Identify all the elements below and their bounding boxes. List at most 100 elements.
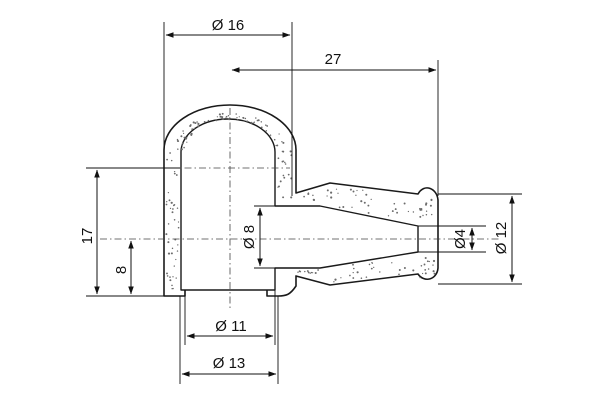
label-opening-outer: Ø 13 <box>213 355 246 372</box>
stipple-dot <box>398 273 400 276</box>
dimension-center-height: 8 <box>113 240 134 295</box>
stipple-dot <box>424 269 427 271</box>
stipple-dot <box>177 148 179 150</box>
stipple-dot <box>180 135 183 138</box>
stipple-dot <box>170 159 173 162</box>
stipple-dot <box>362 189 364 191</box>
stipple-dot <box>222 118 224 121</box>
center-lines <box>100 108 500 310</box>
dimension-length: 27 <box>231 51 439 196</box>
stipple-dot <box>236 116 238 119</box>
label-bore: Ø 8 <box>241 225 258 249</box>
stipple-dot <box>171 288 173 290</box>
stipple-dot <box>166 158 169 161</box>
stipple-dot <box>309 272 311 274</box>
stipple-dot <box>387 215 390 217</box>
stipple-dot <box>260 121 263 123</box>
stipple-dot <box>433 272 436 275</box>
stipple-dot <box>170 201 173 204</box>
stipple-dot <box>180 148 183 151</box>
stipple-dot <box>432 270 435 273</box>
dimension-opening-inner: Ø 11 <box>184 290 276 345</box>
stipple-dot <box>352 263 354 266</box>
stipple-dot <box>371 262 373 264</box>
stipple-dot <box>172 287 174 290</box>
stipple-dot <box>265 124 267 126</box>
stipple-dot <box>432 259 436 263</box>
stipple-dot <box>428 260 430 263</box>
stipple-dot <box>349 188 352 191</box>
stipple-dot <box>193 127 196 130</box>
stipple-dot <box>173 219 176 221</box>
label-tip-inner: Ø4 <box>452 229 469 249</box>
stipple-dot <box>244 117 247 120</box>
stipple-dot <box>169 279 172 282</box>
stipple-dot <box>340 277 342 279</box>
stipple-dot <box>355 194 357 196</box>
stipple-dot <box>373 266 375 269</box>
stipple-dot <box>177 244 179 246</box>
stipple-dot <box>352 271 354 274</box>
stipple-dot <box>197 125 200 128</box>
stipple-dot <box>260 126 263 129</box>
stipple-dot <box>317 269 319 271</box>
stipple-dot <box>253 121 255 123</box>
stipple-dot <box>173 265 175 267</box>
stipple-dot <box>393 202 396 205</box>
stipple-dot <box>183 146 185 149</box>
stipple-dot <box>176 140 179 142</box>
stipple-dot <box>425 203 427 206</box>
stipple-dot <box>310 271 313 274</box>
stipple-dot <box>196 121 198 123</box>
stipple-dot <box>171 247 174 250</box>
stipple-dot <box>298 270 301 273</box>
stipple-dot <box>432 264 434 266</box>
stipple-dot <box>177 226 180 229</box>
stipple-dot <box>282 196 285 199</box>
stipple-dot <box>221 112 224 115</box>
stipple-dot <box>235 113 237 115</box>
stipple-dot <box>420 265 423 267</box>
stipple-dot <box>312 198 315 201</box>
stipple-dot <box>167 252 171 255</box>
dimension-tip-inner: Ø4 <box>418 225 486 253</box>
stipple-dot <box>326 195 328 197</box>
dimension-tip-outer: Ø 12 <box>438 193 522 285</box>
stipple-dot <box>257 119 260 122</box>
stipple-dot <box>403 266 406 270</box>
stipple-dot <box>186 141 188 143</box>
stipple-dot <box>166 275 169 277</box>
dimension-bore: Ø 8 <box>241 205 300 269</box>
stipple-dot <box>177 221 180 223</box>
stipple-dot <box>290 196 293 199</box>
stipple-dot <box>167 223 170 225</box>
stipple-dot <box>370 267 373 270</box>
stipple-dot <box>419 208 422 211</box>
stipple-dot <box>391 210 394 213</box>
stipple-dot <box>297 271 299 273</box>
stipple-dot <box>242 116 245 119</box>
stipple-dot <box>424 272 427 275</box>
stipple-dot <box>169 152 171 154</box>
stipple-dot <box>216 116 219 118</box>
stipple-dot <box>422 214 424 217</box>
stipple-dot <box>289 150 292 153</box>
label-top-diameter: Ø 16 <box>212 17 245 34</box>
stipple-dot <box>419 276 421 279</box>
stipple-dot <box>379 271 381 273</box>
stipple-dot <box>412 211 415 213</box>
stipple-dot <box>334 278 337 281</box>
stipple-dot <box>367 204 370 207</box>
stipple-dot <box>236 119 239 121</box>
stipple-dot <box>333 281 335 283</box>
stipple-dot <box>307 192 310 194</box>
stipple-dot <box>426 260 429 263</box>
stipple-dot <box>304 270 306 273</box>
stipple-dot <box>278 185 280 188</box>
stipple-dot <box>246 120 249 123</box>
stipple-dot <box>326 189 329 192</box>
label-opening-inner: Ø 11 <box>215 318 246 335</box>
stipple-dot <box>169 207 172 210</box>
stipple-dot <box>330 191 333 194</box>
stipple-dot <box>281 141 283 143</box>
